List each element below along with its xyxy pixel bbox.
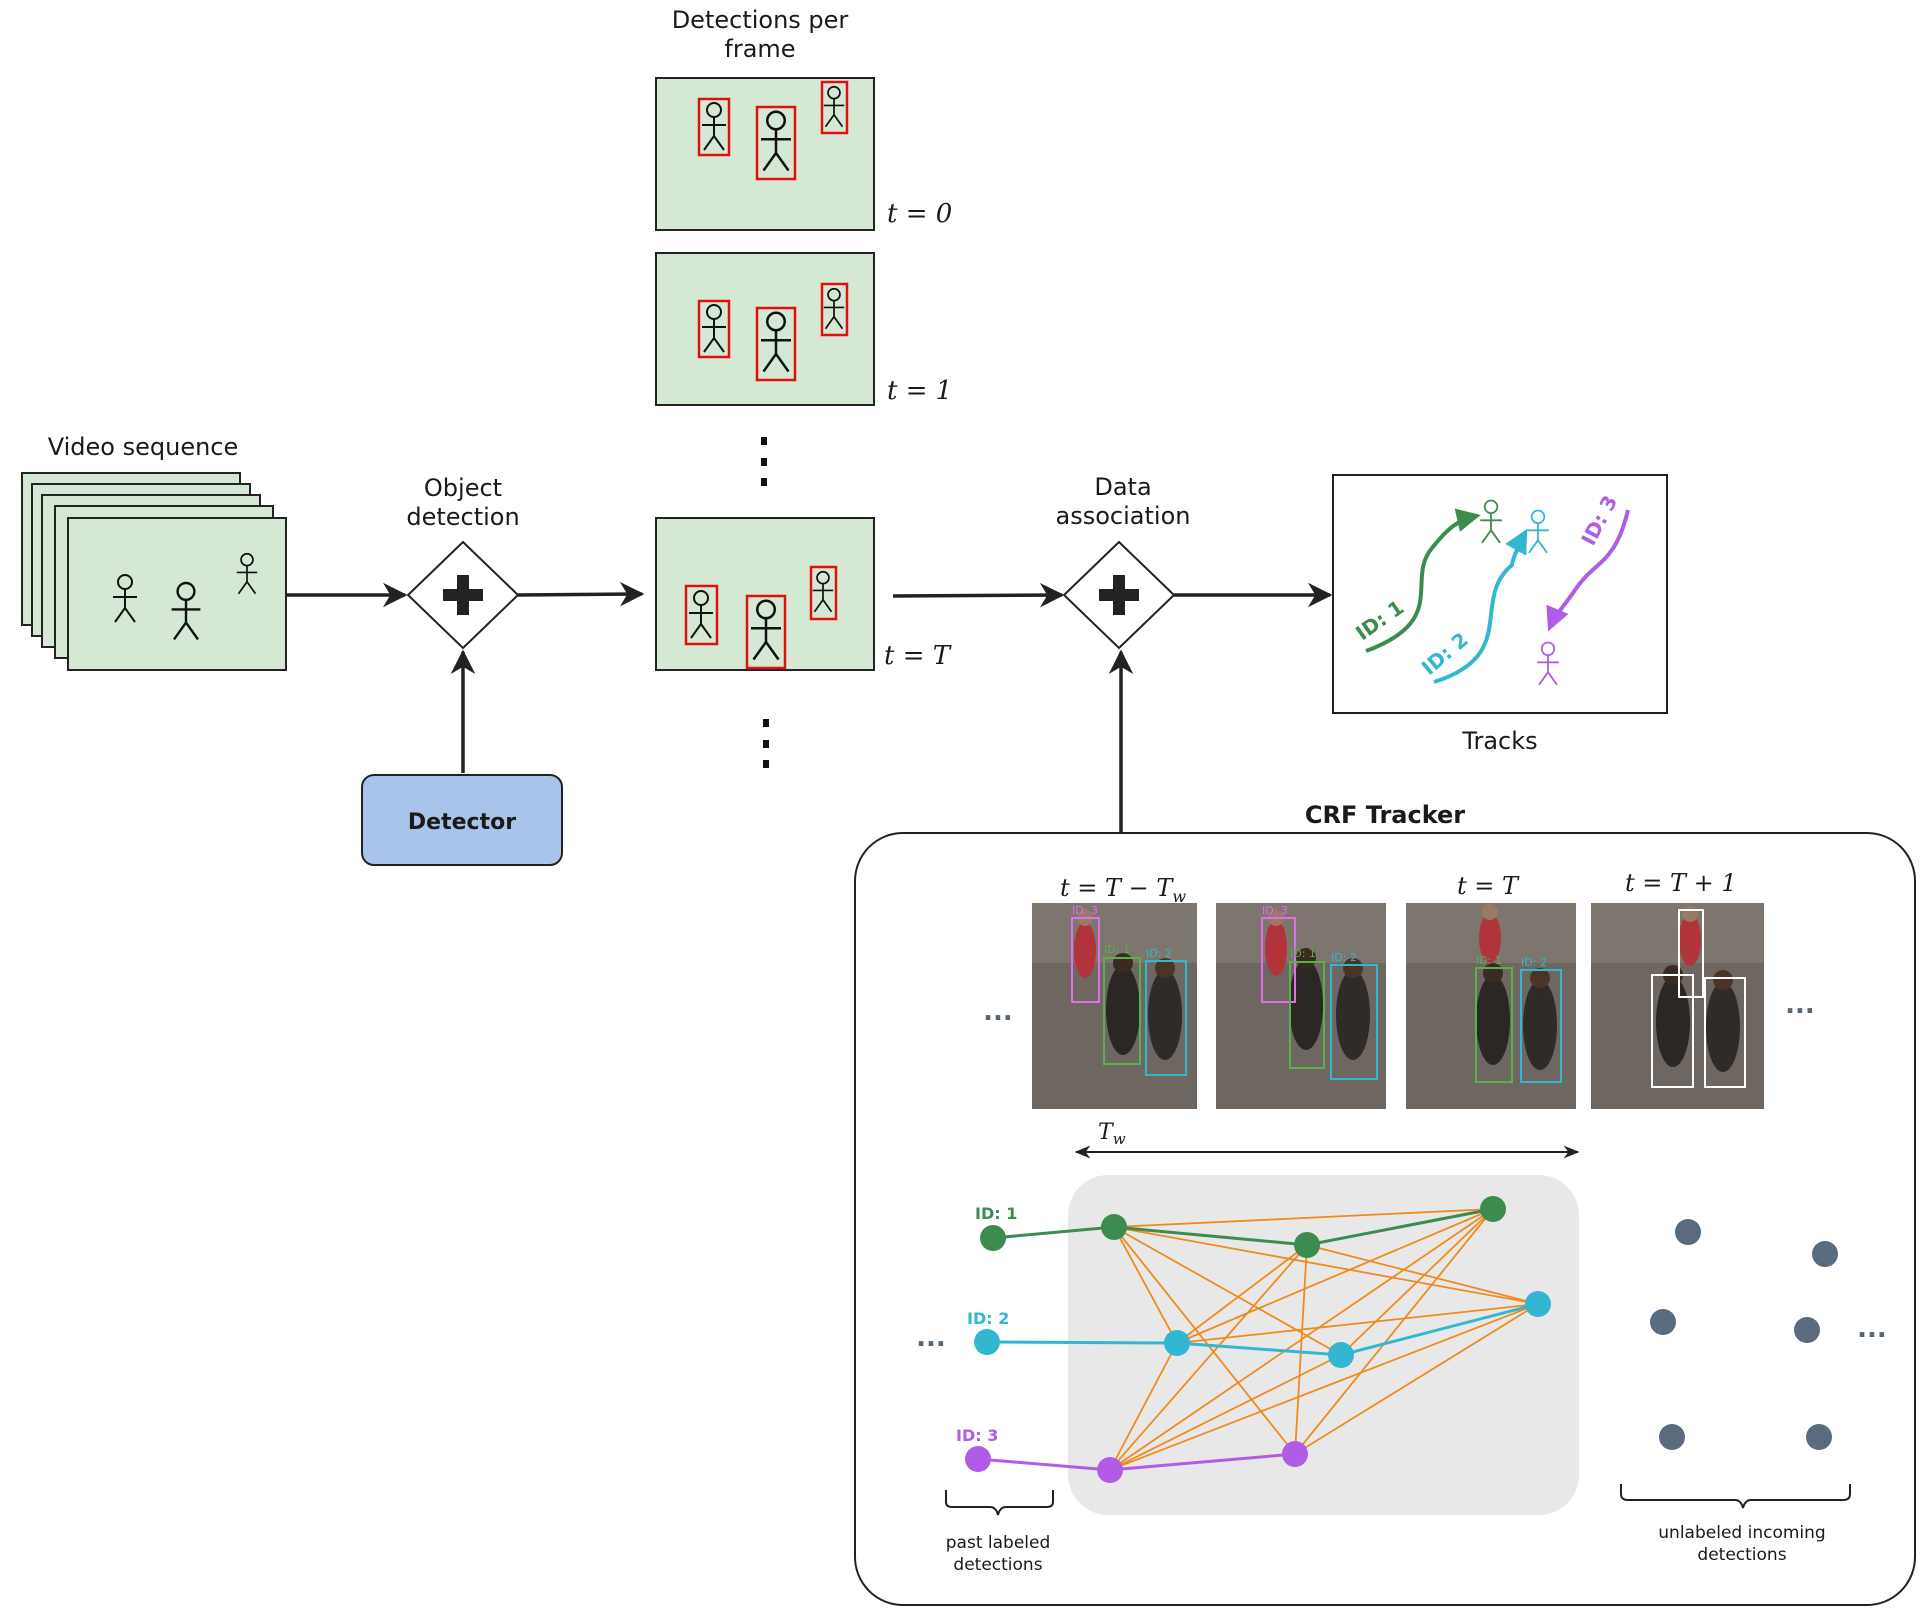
ellipsis-left-photos: ...: [983, 997, 1013, 1027]
track-edges-id2: [986, 1302, 1539, 1357]
crf-time-label-t-plus-1: t = T + 1: [1625, 869, 1737, 897]
frame-photo-t-plus-1: [1591, 903, 1764, 1109]
video-sequence-label: Video sequence: [48, 433, 239, 461]
object-detection-label-1: Object: [424, 474, 502, 502]
data-association-node: Data association: [1056, 473, 1191, 650]
crf-time-label-window-start: t = T − Tw: [1060, 874, 1186, 906]
ellipsis-right-graph: ...: [1857, 1314, 1887, 1344]
frame-tT: t = T: [655, 517, 952, 671]
graph-label-id3: ID: 3: [956, 1426, 998, 1445]
graph-label-id2: ID: 2: [967, 1309, 1009, 1328]
frame-t0: t = 0: [655, 77, 952, 231]
brace-past: [945, 1490, 1054, 1516]
photo2-id2-tag: ID: 2: [1331, 951, 1357, 964]
photo3-id2-tag: ID: 2: [1521, 956, 1547, 969]
photo1-id3-tag: ID: 3: [1072, 904, 1098, 917]
photo1-id1-tag: ID: 1: [1104, 943, 1130, 956]
detector-box: Detector: [361, 774, 563, 866]
crf-time-label-tT: t = T: [1457, 872, 1520, 900]
photo1-id2-tag: ID: 2: [1146, 947, 1172, 960]
object-detection-node: Object detection: [406, 474, 520, 650]
tracks-box: ID: 1 ID: 2 ID: 3 Tracks: [1332, 474, 1668, 755]
brace-unlabeled: [1620, 1484, 1851, 1509]
ellipsis-right-photos: ...: [1785, 990, 1815, 1020]
arrow-frames-to-association: [892, 582, 1065, 608]
track-path-id1: [1365, 508, 1481, 653]
past-labeled-label-1: past labeled: [946, 1533, 1051, 1553]
vertical-ellipsis-icon: [761, 437, 767, 486]
graph-nodes: [965, 1196, 1551, 1483]
unlabeled-label-2: detections: [1697, 1545, 1786, 1565]
photo2-id3-tag: ID: 3: [1262, 904, 1288, 917]
ellipsis-left-graph: ...: [916, 1323, 946, 1353]
detections-per-frame: Detections per frame t = 0 t = 1: [655, 6, 952, 768]
frame-photo-tT: ID: 1 ID: 2: [1406, 903, 1576, 1109]
detector-label: Detector: [408, 810, 516, 835]
arrow-detection-to-frames: [517, 581, 645, 607]
photo3-id1-tag: ID: 1: [1476, 954, 1502, 967]
graph-label-id1: ID: 1: [975, 1204, 1017, 1223]
past-labeled-label-2: detections: [953, 1555, 1042, 1575]
track-path-id2: [1433, 528, 1528, 684]
crf-tracker-panel: CRF Tracker t = T − Tw t = T t = T + 1 .…: [854, 801, 1916, 1606]
tracks-label: Tracks: [1461, 727, 1537, 755]
data-association-label-2: association: [1056, 502, 1191, 530]
object-detection-label-2: detection: [406, 503, 519, 531]
track-path-id3: [1546, 509, 1630, 632]
unlabeled-nodes: [1650, 1219, 1838, 1450]
time-label-t0: t = 0: [887, 199, 952, 229]
detections-per-frame-label-1: Detections per: [672, 6, 849, 34]
photo2-id1-tag: ID: 1: [1290, 947, 1316, 960]
unlabeled-label-1: unlabeled incoming: [1658, 1523, 1825, 1543]
track-edges-id1: [992, 1207, 1494, 1247]
window-label: Tw: [1098, 1120, 1126, 1148]
detections-per-frame-label-2: frame: [724, 35, 795, 63]
vertical-ellipsis-icon-2: [763, 719, 769, 768]
data-association-label-1: Data: [1094, 473, 1151, 501]
time-label-tT: t = T: [884, 641, 952, 671]
frame-photo-2: ID: 3 ID: 1 ID: 2: [1216, 903, 1386, 1109]
time-label-t1: t = 1: [887, 376, 952, 406]
frame-photo-window-start: ID: 3 ID: 1 ID: 2: [1032, 903, 1197, 1109]
crf-tracker-title: CRF Tracker: [1305, 801, 1465, 829]
video-sequence: Video sequence: [21, 433, 287, 671]
frame-t1: t = 1: [655, 252, 952, 406]
